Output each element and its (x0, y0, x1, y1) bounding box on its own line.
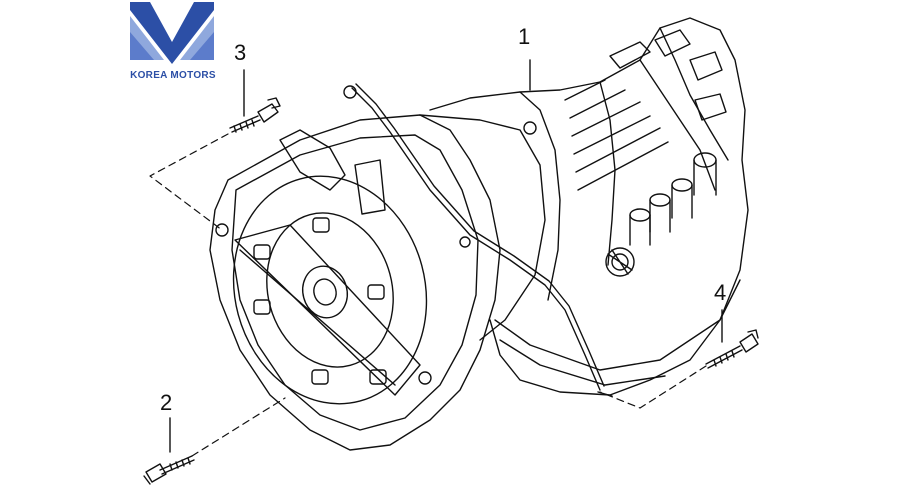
callout-leaders (169, 59, 723, 453)
installation-dashed-lines (149, 133, 707, 457)
callout-1: 1 (518, 24, 531, 49)
transmission-rear-case (429, 17, 749, 396)
brand-name: KOREA MOTORS (130, 70, 216, 81)
bolt-2 (143, 455, 195, 485)
dipstick-tube (343, 83, 613, 397)
torque-converter-housing (209, 114, 546, 451)
bolt-4 (705, 329, 759, 369)
bolt-3 (229, 97, 281, 133)
korea-motors-logo-icon (130, 2, 214, 64)
callout-3: 3 (234, 40, 247, 65)
callout-2: 2 (160, 390, 173, 415)
callout-4: 4 (714, 280, 727, 305)
